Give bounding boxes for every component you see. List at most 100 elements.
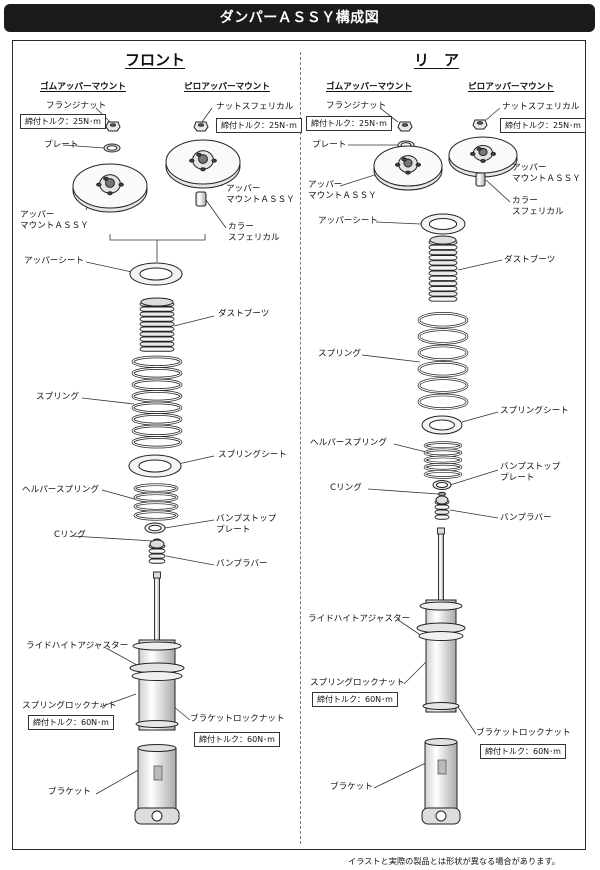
- front-upper-seat: [129, 262, 183, 286]
- rear-dust-boot: [428, 235, 458, 302]
- front-bump-stop-plate-label: バンプストップ プレート: [216, 514, 277, 535]
- front-spring-seat-label: スプリングシート: [218, 450, 287, 460]
- rear-flange-nut: [397, 121, 413, 132]
- rear-helper-spring-label: ヘルパースプリング: [310, 438, 387, 448]
- front-collar-spherical: [195, 191, 207, 207]
- front-nut-spherical: [193, 121, 209, 132]
- rear-nut-torque-box: 締付トルク：25N･m: [500, 118, 586, 133]
- leader-line: [373, 759, 433, 789]
- front-plate-label: プレート: [44, 140, 79, 150]
- rear-flange-torque-box: 締付トルク：25N･m: [306, 116, 392, 131]
- rear-plate-label: プレート: [312, 140, 347, 150]
- rear-bump-stop-plate-label: バンプストップ プレート: [500, 462, 561, 483]
- front-dust-boot: [139, 297, 175, 352]
- footnote: イラストと実際の製品とは形状が異なる場合があります。: [348, 856, 560, 866]
- rear-flange-nut-label: フランジナット: [326, 101, 387, 111]
- rear-bump-stop-plate: [432, 480, 452, 490]
- front-flange-nut-label: フランジナット: [46, 101, 107, 111]
- leader-line: [379, 107, 399, 123]
- rear-pillow-upper-mount-assy-label: アッパー マウントＡＳＳＹ: [512, 163, 581, 184]
- rear-spring-seat: [421, 415, 463, 435]
- front-spring-lock-torque-box: 締付トルク：60N･m: [28, 715, 114, 730]
- rear-spring-lock-nut-label: スプリングロックナット: [310, 678, 405, 688]
- front-bump-rubber: [148, 539, 166, 564]
- rear-pillow-upper-mount: [448, 136, 518, 178]
- leader-line: [164, 519, 215, 529]
- front-bump-rubber-label: バンプラバー: [216, 559, 268, 569]
- rear-heading: リ ア: [414, 51, 460, 69]
- rear-bump-rubber: [434, 495, 450, 520]
- front-upper-seat-label: アッパーシート: [24, 256, 84, 266]
- leader-line: [81, 397, 135, 405]
- rear-damper: [416, 527, 466, 825]
- leader-line: [99, 693, 137, 708]
- front-spring-label: スプリング: [36, 392, 79, 402]
- rear-assembly: [373, 119, 518, 825]
- leader-line: [85, 261, 133, 273]
- rear-bracket-lock-nut-label: ブラケットロックナット: [476, 728, 571, 738]
- diagram-frame: [12, 40, 586, 850]
- leader-line: [205, 199, 227, 229]
- front-bracket-lock-nut-label: ブラケットロックナット: [190, 714, 285, 724]
- leader-line: [393, 443, 427, 453]
- leader-line: [461, 411, 499, 423]
- leader-line: [62, 144, 105, 149]
- rear-bracket-lock-torque-box: 締付トルク：60N･m: [480, 744, 566, 759]
- front-ride-height-adjuster-label: ライドハイトアジャスター: [26, 641, 129, 651]
- rear-upper-seat-label: アッパーシート: [318, 216, 378, 226]
- front-heading: フロント: [125, 51, 186, 69]
- leader-line: [367, 488, 439, 495]
- leader-line: [177, 455, 215, 465]
- front-bump-stop-plate: [144, 522, 166, 534]
- rear-dust-boot-label: ダストブーツ: [504, 255, 556, 265]
- front-rubber-mount-heading: ゴムアッパーマウント: [40, 82, 126, 92]
- front-nut-spherical-label: ナットスフェリカル: [216, 102, 294, 112]
- front-pillow-upper-mount: [165, 139, 241, 189]
- leader-line: [95, 767, 143, 795]
- front-spring: [131, 355, 183, 449]
- front-helper-spring-label: ヘルパースプリング: [22, 485, 99, 495]
- leader-line: [361, 354, 421, 363]
- rear-spring-lock-torque-box: 締付トルク：60N･m: [312, 692, 398, 707]
- leader-line: [455, 703, 477, 735]
- section-divider: [300, 52, 301, 844]
- front-bracket-label: ブラケット: [48, 787, 91, 797]
- front-spring-seat: [128, 454, 182, 478]
- rear-nut-spherical-label: ナットスフェリカル: [502, 102, 580, 112]
- rear-rubber-mount-heading: ゴムアッパーマウント: [326, 82, 412, 92]
- rear-nut-spherical: [472, 119, 488, 130]
- leader-line: [101, 489, 139, 501]
- front-bracket-lock-torque-box: 締付トルク：60N･m: [194, 732, 280, 747]
- rear-ride-height-adjuster-label: ライドハイトアジャスター: [308, 614, 411, 624]
- front-pillow-upper-mount-assy-label: アッパー マウントＡＳＳＹ: [226, 184, 295, 205]
- leader-line: [449, 469, 499, 486]
- front-collar-spherical-label: カラー スフェリカル: [228, 222, 280, 243]
- leader-line: [485, 107, 501, 121]
- front-nut-torque-box: 締付トルク：25N･m: [216, 118, 302, 133]
- front-spring-lock-nut-label: スプリングロックナット: [22, 701, 117, 711]
- front-rubber-upper-mount: [72, 163, 148, 213]
- front-damper: [129, 571, 185, 825]
- front-assembly: [72, 121, 241, 825]
- leader-line: [485, 179, 511, 203]
- front-pillow-mount-heading: ピロアッパーマウント: [184, 82, 270, 92]
- rear-upper-seat: [420, 213, 466, 235]
- leader-line: [109, 234, 206, 241]
- leader-line: [403, 659, 429, 685]
- front-c-ring-label: Cリング: [54, 530, 86, 540]
- front-upper-mount-assy-label: アッパー マウントＡＳＳＹ: [20, 210, 89, 231]
- page-title: ダンパーＡＳＳＹ構成図: [4, 4, 595, 32]
- rear-spring-seat-label: スプリングシート: [500, 406, 569, 416]
- rear-bracket-label: ブラケット: [330, 782, 373, 792]
- rear-upper-mount-assy-label: アッパー マウントＡＳＳＹ: [308, 180, 377, 201]
- front-plate: [103, 143, 121, 153]
- leader-line: [201, 107, 213, 123]
- rear-rubber-upper-mount: [373, 145, 443, 191]
- front-dust-boot-label: ダストブーツ: [218, 309, 270, 319]
- rear-c-ring: [438, 491, 446, 497]
- rear-spring-label: スプリング: [318, 349, 361, 359]
- leader-line: [165, 555, 215, 566]
- front-flange-nut: [105, 121, 121, 132]
